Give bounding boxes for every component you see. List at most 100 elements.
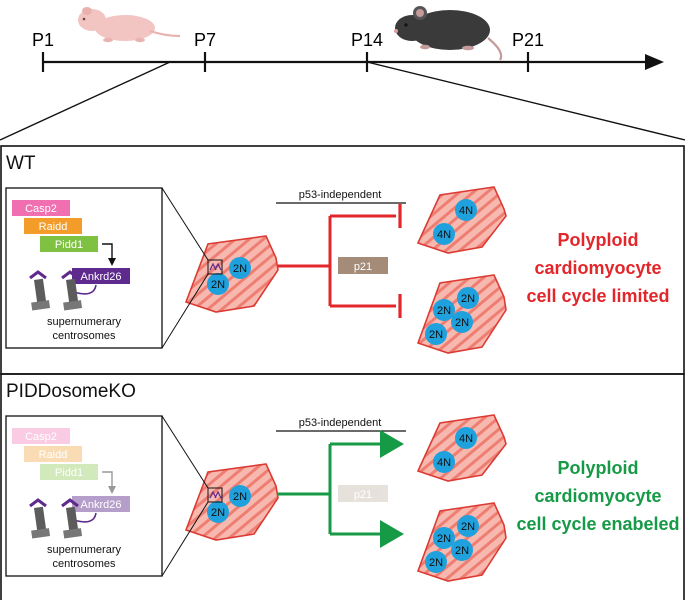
casp2-box: Casp2 — [12, 428, 70, 444]
inset-zoom-line — [161, 273, 209, 349]
ploidy-label: 4N — [459, 205, 473, 217]
inset-zoom-line — [161, 187, 209, 261]
nucleus: 2N — [457, 515, 479, 537]
centrosome-label-line2: centrosomes — [53, 330, 116, 342]
ploidy-label: 2N — [455, 545, 469, 557]
tick-label: P7 — [194, 30, 216, 50]
activation-arrow — [102, 243, 113, 260]
nucleus: 4N — [455, 199, 477, 221]
centrosome-icon — [29, 498, 51, 539]
ploidy-label: 2N — [233, 491, 247, 503]
nucleus: 2N — [229, 485, 251, 507]
nucleus: 2N — [207, 273, 229, 295]
zoom-line-left — [0, 61, 171, 141]
outcome-line: cardiomyocyte — [534, 258, 661, 278]
p21-label: p21 — [354, 489, 372, 501]
p21-box: p21 — [338, 485, 388, 502]
ploidy-label: 2N — [455, 317, 469, 329]
outcome-line: cardiomyocyte — [534, 486, 661, 506]
timeline-arrowhead — [645, 54, 664, 70]
centrosome-icon — [61, 270, 83, 311]
tick-label: P21 — [512, 30, 544, 50]
centrosome-label-line1: supernumerary — [47, 544, 121, 556]
tick-label: P1 — [32, 30, 54, 50]
nucleus: 2N — [451, 539, 473, 561]
nucleus: 4N — [455, 427, 477, 449]
ploidy-label: 4N — [437, 457, 451, 469]
ploidy-label: 2N — [461, 521, 475, 533]
tick-label: P14 — [351, 30, 383, 50]
ploidy-label: 2N — [461, 293, 475, 305]
ankrd26-box: Ankrd26 — [72, 268, 130, 284]
mechanism-inset — [5, 415, 163, 577]
nucleus: 2N — [451, 311, 473, 333]
ploidy-label: 2N — [429, 329, 443, 341]
ploidy-label: 4N — [437, 229, 451, 241]
inset-zoom-line — [161, 415, 209, 489]
casp2-box: Casp2 — [12, 200, 70, 216]
outcome-line: cell cycle enabeled — [516, 514, 679, 534]
ankrd26-box: Ankrd26 — [72, 496, 130, 512]
ploidy-label: 4N — [459, 433, 473, 445]
timeline-tick-p21: P21 — [512, 30, 544, 72]
pidd1-box: Pidd1 — [40, 236, 98, 252]
activation-arrow — [102, 471, 113, 488]
protein-label: Raidd — [39, 221, 68, 233]
inset-zoom-line — [161, 501, 209, 577]
nucleus: 2N — [425, 323, 447, 345]
nucleus: 2N — [433, 299, 455, 321]
raidd-box: Raidd — [24, 218, 82, 234]
protein-label: Casp2 — [25, 431, 57, 443]
zoom-square — [207, 259, 223, 275]
protein-label: Ankrd26 — [81, 271, 122, 283]
centrosome-label-line1: supernumerary — [47, 316, 121, 328]
ploidy-label: 2N — [211, 279, 225, 291]
protein-label: Ankrd26 — [81, 499, 122, 511]
panel-title: PIDDosomeKO — [6, 381, 136, 402]
nucleus: 2N — [229, 257, 251, 279]
ankrd26-link — [73, 512, 97, 523]
mini-centrosome-icon — [209, 490, 222, 499]
p21-box: p21 — [338, 257, 388, 274]
timeline: P1 P7 P14 P21 — [0, 6, 685, 141]
ploidy-label: 2N — [233, 263, 247, 275]
arrowhead — [108, 486, 116, 494]
ploidy-label: 2N — [429, 557, 443, 569]
timeline-tick-p14: P14 — [351, 30, 383, 72]
outcome-line: cell cycle limited — [526, 286, 669, 306]
mini-centrosome-icon — [209, 262, 222, 271]
outcome-text: Polyploid cardiomyocyte cell cycle limited — [526, 230, 669, 306]
protein-label: Pidd1 — [55, 467, 83, 479]
ploidy-label: 2N — [211, 507, 225, 519]
nucleus: 4N — [433, 223, 455, 245]
nucleus: 4N — [433, 451, 455, 473]
outcome-line: Polyploid — [558, 458, 639, 478]
pathway-label: p53-independent — [299, 417, 382, 429]
nucleus: 2N — [457, 287, 479, 309]
adult-mouse-icon — [394, 6, 503, 61]
protein-label: Pidd1 — [55, 239, 83, 251]
pidd1-box: Pidd1 — [40, 464, 98, 480]
centrosome-label-line2: centrosomes — [53, 558, 116, 570]
p21-label: p21 — [354, 261, 372, 273]
centrosome-icon — [29, 270, 51, 311]
zoom-line-right — [366, 61, 685, 141]
nucleus: 2N — [425, 551, 447, 573]
nucleus: 2N — [207, 501, 229, 523]
activation-arrowhead — [380, 520, 404, 548]
raidd-box: Raidd — [24, 446, 82, 462]
ploidy-label: 2N — [437, 533, 451, 545]
zoom-square — [207, 487, 223, 503]
neonatal-mouse-icon — [78, 7, 181, 43]
panel-title: WT — [6, 153, 36, 174]
outcome-text: Polyploid cardiomyocyte cell cycle enabele… — [516, 458, 679, 534]
nucleus: 2N — [433, 527, 455, 549]
ploidy-label: 2N — [437, 305, 451, 317]
protein-label: Raidd — [39, 449, 68, 461]
protein-label: Casp2 — [25, 203, 57, 215]
outcome-line: Polyploid — [558, 230, 639, 250]
